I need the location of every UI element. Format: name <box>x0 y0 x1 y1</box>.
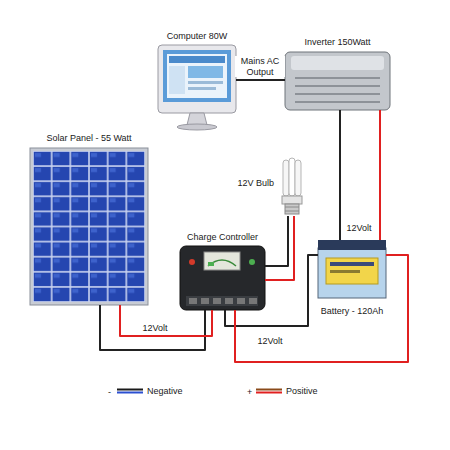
wire-line <box>379 110 381 240</box>
wire <box>340 110 380 240</box>
wire-label: 12Volt <box>345 223 372 233</box>
legend-sign: + <box>247 387 252 397</box>
legend-text: Negative <box>147 386 183 396</box>
wire-label: 12Volt <box>256 336 283 346</box>
battery-figure <box>318 240 386 298</box>
bulb-node: 12V Bulb <box>280 158 302 216</box>
wire-line <box>100 305 205 350</box>
legend-line <box>256 392 282 394</box>
wire-line <box>120 305 212 336</box>
legend-entry: Positive <box>256 386 318 396</box>
wire-line <box>339 110 341 240</box>
wire <box>265 216 294 280</box>
legend-entry: Negative <box>117 386 183 396</box>
wire-label: 12Volt <box>141 323 168 333</box>
computer-node: Computer 80W <box>158 45 236 130</box>
wire-label: Mains AC Output <box>235 56 285 77</box>
solar-panel-figure <box>30 148 148 305</box>
legend-text: Positive <box>286 386 318 396</box>
wire-line <box>225 255 318 326</box>
bulb-figure <box>282 158 302 214</box>
wire <box>236 80 285 81</box>
component-label: Computer 80W <box>117 31 277 41</box>
charge-controller-figure <box>180 246 265 310</box>
legend-line <box>117 392 143 394</box>
charge-controller-node: Charge Controller <box>180 246 265 310</box>
inverter-figure <box>285 52 390 110</box>
component-label: Charge Controller <box>143 232 303 242</box>
legend-line <box>256 389 282 391</box>
wire-line <box>236 79 285 81</box>
computer-figure <box>158 45 236 130</box>
wire <box>100 305 212 350</box>
component-label: 12V Bulb <box>204 178 274 188</box>
inverter-node: Inverter 150Watt <box>285 52 390 110</box>
wire-line <box>265 216 294 280</box>
legend-line <box>117 389 143 391</box>
legend-sign: - <box>108 387 111 397</box>
battery-node: Battery - 120Ah <box>318 240 386 298</box>
legend-swatch <box>117 387 143 395</box>
component-label: Battery - 120Ah <box>272 306 432 316</box>
wire-line <box>265 216 288 266</box>
legend-swatch <box>256 387 282 395</box>
component-label: Inverter 150Watt <box>258 37 418 47</box>
solar-panel-node: Solar Panel - 55 Watt <box>30 148 148 305</box>
component-label: Solar Panel - 55 Watt <box>9 133 169 143</box>
